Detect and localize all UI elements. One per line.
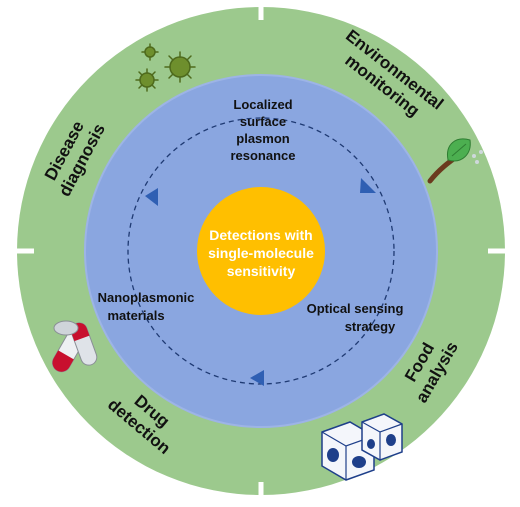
svg-text:Localized: Localized	[233, 97, 292, 112]
lspr-label: Localized surface plasmon resonance	[230, 97, 295, 163]
cycle-arrow-left	[145, 188, 158, 206]
svg-text:plasmon: plasmon	[236, 131, 290, 146]
cycle-arrow-right	[360, 178, 376, 193]
svg-text:strategy: strategy	[345, 319, 396, 334]
svg-text:materials: materials	[107, 308, 164, 323]
svg-text:Optical sensing: Optical sensing	[307, 301, 404, 316]
svg-text:Nanoplasmonic: Nanoplasmonic	[98, 290, 195, 305]
pill-capsule-icon	[52, 320, 98, 373]
optical-sensing-label: Optical sensing strategy	[307, 301, 404, 334]
quadrant-dividers	[14, 0, 508, 507]
core-label-line3: sensitivity	[227, 263, 296, 279]
virus-icon	[135, 43, 196, 92]
nanoplasmonic-label: Nanoplasmonic materials	[98, 290, 195, 323]
milk-carton-icon	[321, 413, 403, 481]
plant-leaf-icon	[427, 138, 483, 184]
svg-text:surface: surface	[240, 114, 286, 129]
cycle-arrow-bottom	[250, 370, 264, 386]
svg-text:resonance: resonance	[230, 148, 295, 163]
core-circle	[197, 187, 325, 315]
core-label-line2: single-molecule	[208, 245, 314, 261]
core-label-line1: Detections with	[209, 227, 312, 243]
